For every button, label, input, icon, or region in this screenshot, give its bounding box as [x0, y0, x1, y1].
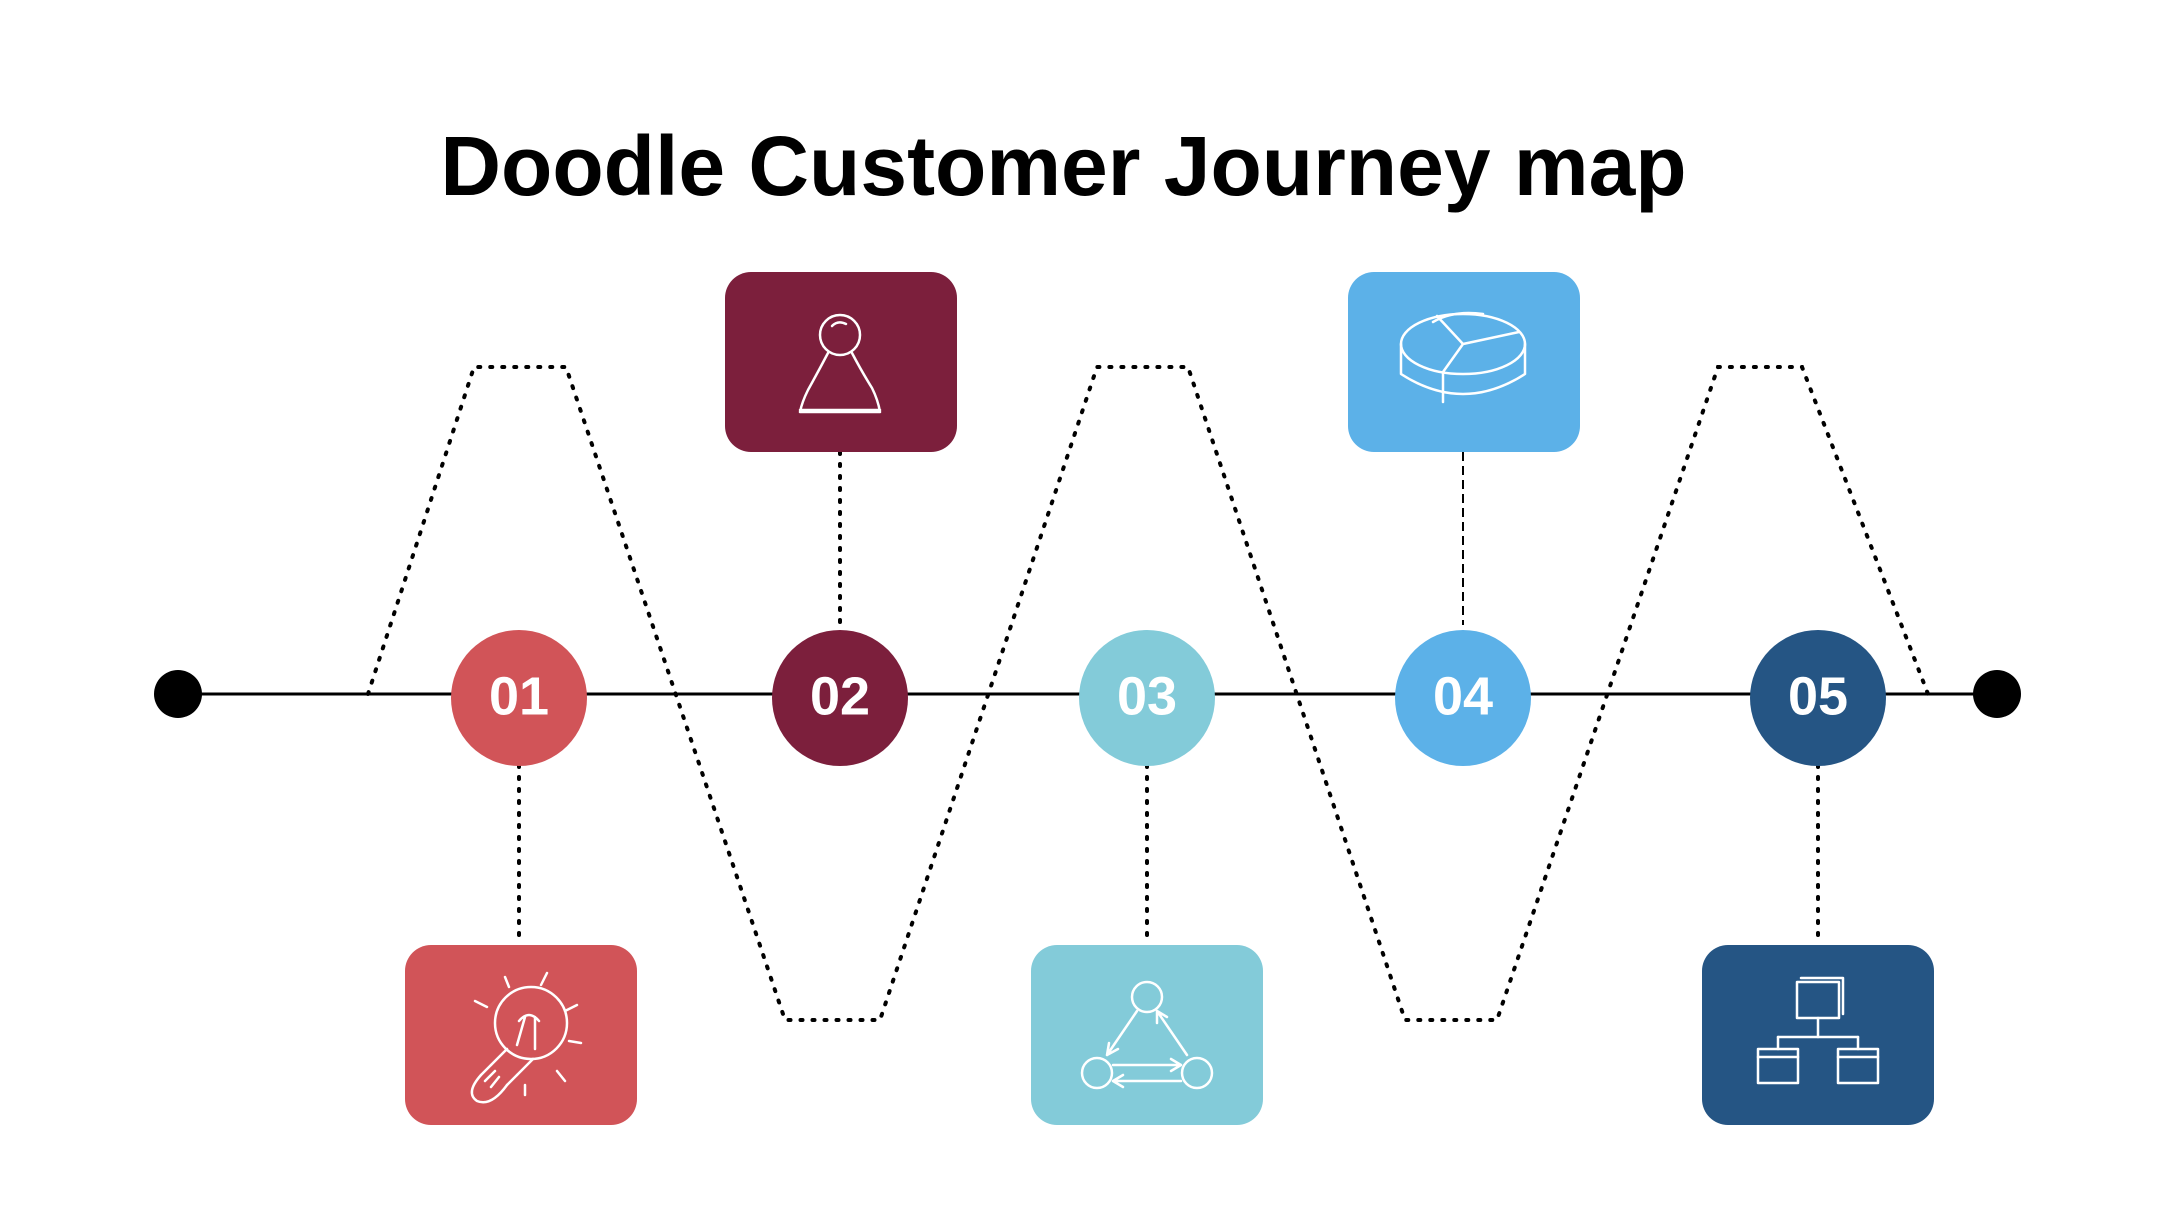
step-label-2: 02 [810, 666, 870, 726]
step-node-1 [451, 630, 587, 766]
step-label-4: 04 [1433, 666, 1493, 726]
step-node-5 [1750, 630, 1886, 766]
step-label-5: 05 [1788, 666, 1848, 726]
page-title: Doodle Customer Journey map [440, 119, 1687, 213]
step-node-3 [1079, 630, 1215, 766]
step-card-2 [725, 272, 957, 452]
step-node-2 [772, 630, 908, 766]
step-card-3 [1031, 945, 1263, 1125]
step-label-1: 01 [489, 666, 549, 726]
pie-chart-icon [1399, 311, 1527, 404]
lightbulb-icon [470, 971, 583, 1104]
timeline-start-dot [154, 670, 202, 718]
zigzag-dotted-path [366, 365, 1930, 1022]
step-node-4 [1395, 630, 1531, 766]
person-icon [798, 313, 882, 414]
step-label-3: 03 [1117, 666, 1177, 726]
step-card-4 [1348, 272, 1580, 452]
org-chart-icon [1756, 976, 1880, 1085]
network-cycle-icon [1080, 980, 1214, 1090]
timeline-end-dot [1973, 670, 2021, 718]
